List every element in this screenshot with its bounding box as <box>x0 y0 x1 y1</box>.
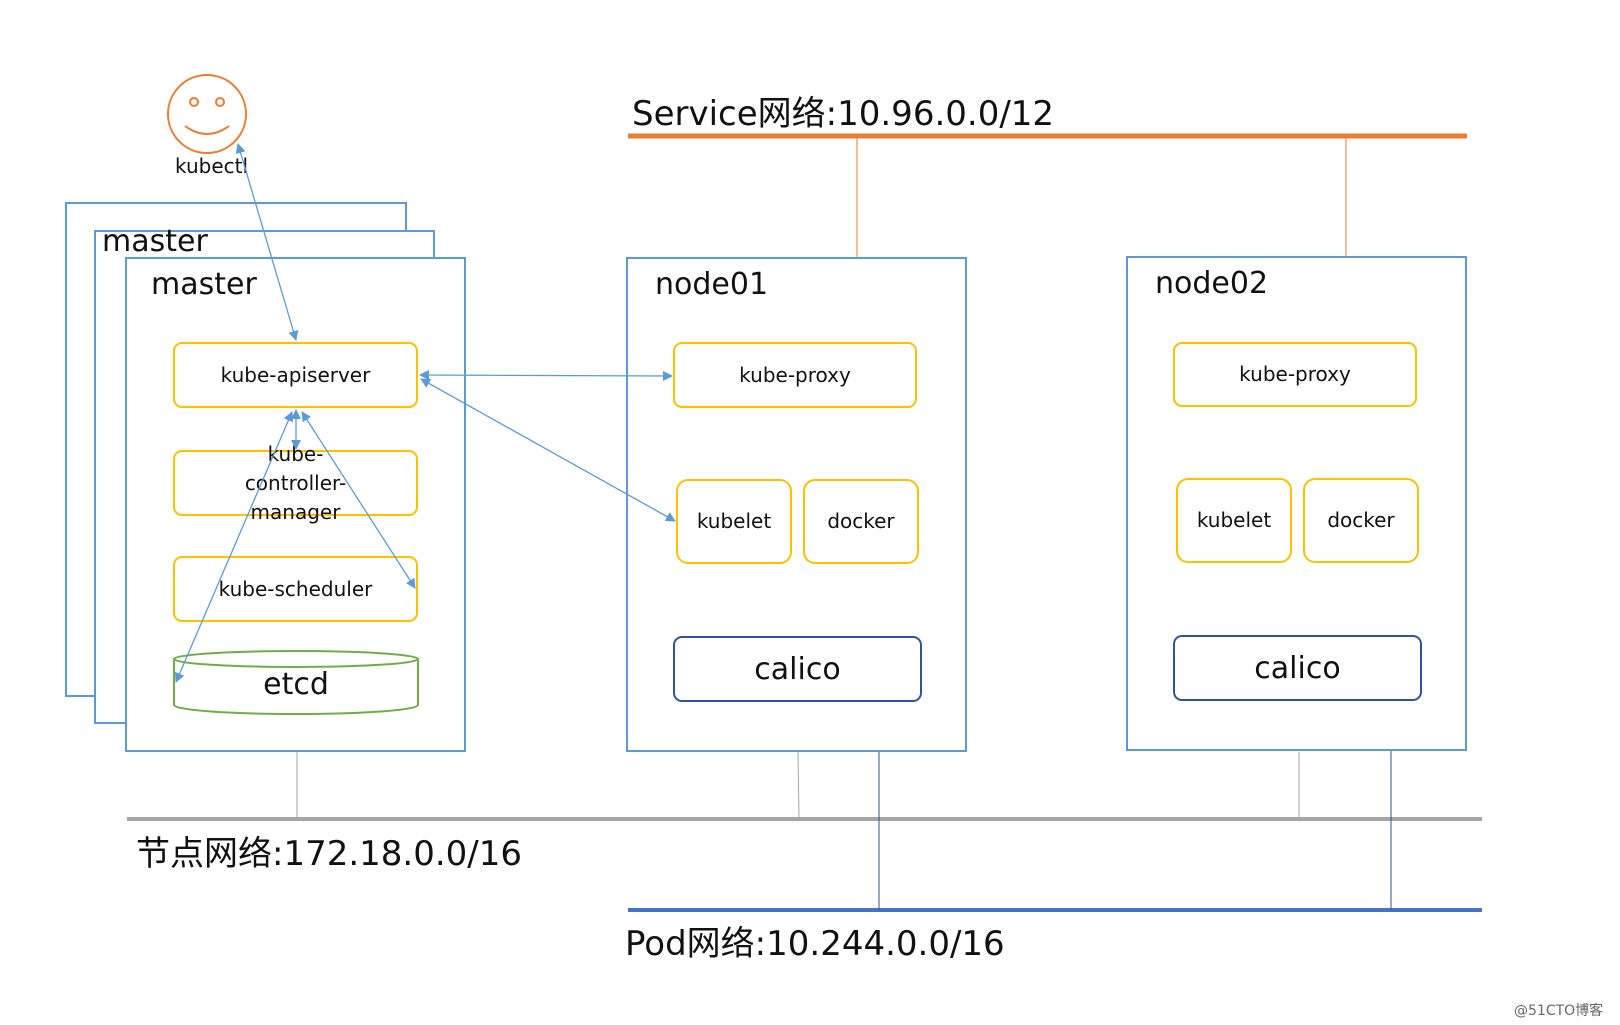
node01-kube-proxy-box: kube-proxy <box>673 342 917 408</box>
node-network-label: 节点网络:172.18.0.0/16 <box>136 834 523 874</box>
master-title-back: master <box>102 224 208 259</box>
node02-docker-box: docker <box>1303 478 1419 563</box>
node01-calico-box: calico <box>673 636 922 702</box>
kube-apiserver-box: kube-apiserver <box>173 342 418 408</box>
smiley-user-icon <box>167 74 247 154</box>
kubectl-label: kubectl <box>175 154 249 178</box>
node02-title: node02 <box>1155 266 1269 301</box>
node01-docker-box: docker <box>803 479 919 564</box>
service-network-label: Service网络:10.96.0.0/12 <box>632 94 1055 134</box>
node01-title: node01 <box>655 267 769 302</box>
kube-controller-manager-box: kube-controller-manager <box>173 442 418 524</box>
master-title-front: master <box>151 267 257 302</box>
node02-kubelet-box: kubelet <box>1176 478 1292 563</box>
node02-kube-proxy-box: kube-proxy <box>1173 342 1417 407</box>
node-drop-node01 <box>797 751 800 820</box>
etcd-label: etcd <box>263 667 329 702</box>
kube-scheduler-box: kube-scheduler <box>173 556 418 622</box>
pod-network-label: Pod网络:10.244.0.0/16 <box>625 924 1005 964</box>
watermark: @51CTO博客 <box>1514 1003 1604 1019</box>
node02-calico-box: calico <box>1173 635 1422 701</box>
node01-kubelet-box: kubelet <box>676 479 792 564</box>
